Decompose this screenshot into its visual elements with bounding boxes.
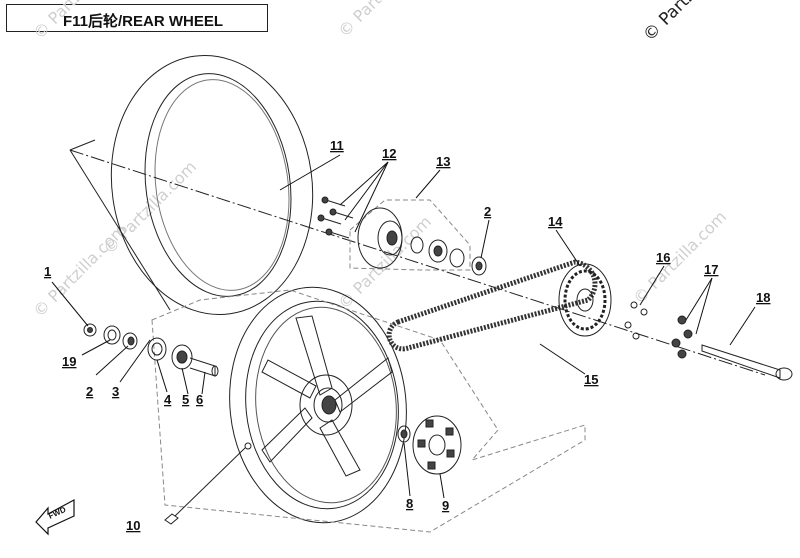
callout-16: 16 — [656, 250, 670, 265]
spoke-4 — [261, 407, 313, 463]
tire-outer — [110, 55, 314, 315]
part-2-spacer — [122, 332, 138, 350]
watermark-6: © Partzilla.com — [629, 207, 730, 308]
part-15-chain — [386, 259, 598, 352]
callout-10: 10 — [126, 518, 140, 533]
callout-2: 2 — [86, 384, 93, 399]
outline-drawing — [35, 55, 793, 536]
callout-18: 18 — [756, 290, 770, 305]
callout-3: 3 — [112, 384, 119, 399]
part-8-bearing — [397, 425, 411, 443]
page-title: F11后轮/REAR WHEEL — [63, 13, 224, 30]
copyright-text: © Partzilla — [639, 0, 716, 46]
spoke-1 — [295, 315, 333, 396]
callout-12: 12 — [382, 146, 396, 161]
tire-inner — [144, 73, 292, 297]
callout-4: 4 — [164, 392, 172, 407]
part-4-seal — [147, 337, 167, 361]
callout-9: 9 — [442, 498, 449, 513]
fwd-arrow-icon — [35, 498, 75, 536]
spoke-5 — [261, 359, 317, 399]
callout-14: 14 — [548, 214, 563, 229]
part-6-collar — [189, 357, 216, 377]
rim-inner — [245, 300, 399, 510]
callout-6: 6 — [196, 392, 203, 407]
callout-1: 1 — [44, 264, 51, 279]
wheel-hub — [299, 374, 353, 436]
axle-centerline — [69, 149, 766, 376]
part-12-bolts — [317, 196, 354, 239]
callout-19: 19 — [62, 354, 76, 369]
fwd-label: FWD — [47, 505, 68, 521]
callout-15: 15 — [584, 372, 598, 387]
spoke-2 — [334, 357, 393, 413]
title-box: F11后轮/REAR WHEEL — [6, 4, 268, 32]
part-16-17-nuts — [624, 301, 693, 359]
spoke-3 — [319, 419, 361, 477]
callout-8: 8 — [406, 496, 413, 511]
part-9-damper — [412, 415, 462, 475]
part-1-nut — [83, 323, 97, 337]
part-10-valve — [164, 513, 179, 525]
watermark-1: © Partzilla.com — [29, 0, 130, 43]
leader-lines — [51, 154, 756, 499]
callout-13: 13 — [436, 154, 450, 169]
part-14-sprocket — [558, 263, 612, 337]
part-2-spacer-right — [471, 256, 487, 276]
part-19-washer — [103, 325, 121, 345]
rim-outer — [229, 286, 407, 524]
callout-5: 5 — [182, 392, 189, 407]
part-18-axle — [701, 344, 781, 379]
callout-17: 17 — [704, 262, 718, 277]
watermark-2: © Partzilla.com — [334, 0, 435, 41]
callout-11: 11 — [330, 138, 344, 153]
callout-2-right: 2 — [484, 204, 491, 219]
assembly-frame — [151, 289, 586, 533]
